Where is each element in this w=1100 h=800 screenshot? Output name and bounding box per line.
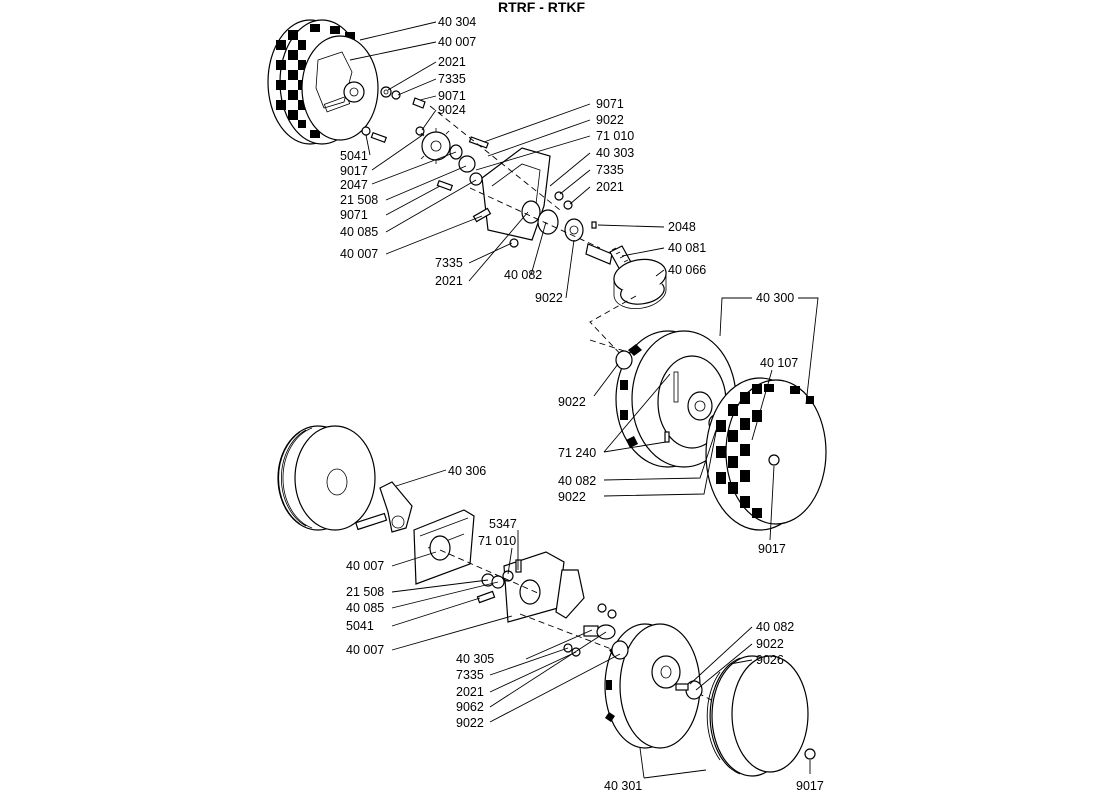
label-9017-b: 9017 <box>758 542 786 556</box>
label-2021-a: 2021 <box>438 55 466 69</box>
label-40301: 40 301 <box>604 779 642 793</box>
lower-right-wheel <box>604 623 703 749</box>
label-40082-a: 40 082 <box>504 268 542 282</box>
label-9022-c: 9022 <box>558 395 586 409</box>
label-5041-a: 5041 <box>340 149 368 163</box>
label-9024: 9024 <box>438 103 466 117</box>
label-40304: 40 304 <box>438 15 476 29</box>
label-2048: 2048 <box>668 220 696 234</box>
label-40085-b: 40 085 <box>346 601 384 615</box>
diagram-title: RTRF - RTKF <box>498 0 586 15</box>
label-40082-b: 40 082 <box>558 474 596 488</box>
label-9071-c: 9071 <box>596 97 624 111</box>
label-9022-e: 9022 <box>456 716 484 730</box>
label-9071-b: 9071 <box>340 208 368 222</box>
label-9062: 9062 <box>456 700 484 714</box>
label-2021-c: 2021 <box>596 180 624 194</box>
label-71010-a: 71 010 <box>596 129 634 143</box>
label-2021-d: 2021 <box>456 685 484 699</box>
label-9022-f: 9022 <box>756 637 784 651</box>
label-7335-b: 7335 <box>435 256 463 270</box>
right-middle-wheel <box>615 330 737 468</box>
label-5347: 5347 <box>489 517 517 531</box>
upper-left-tread-wheel <box>267 19 379 145</box>
label-40007-b: 40 007 <box>340 247 378 261</box>
label-9017-a: 9017 <box>340 164 368 178</box>
label-40066: 40 066 <box>668 263 706 277</box>
label-71240: 71 240 <box>558 446 596 460</box>
label-40303: 40 303 <box>596 146 634 160</box>
label-40007-c: 40 007 <box>346 559 384 573</box>
part-labels: 40 304 40 007 2021 7335 9071 9024 5041 9… <box>340 15 824 793</box>
label-71010-b: 71 010 <box>478 534 516 548</box>
label-40300: 40 300 <box>756 291 794 305</box>
lower-right-tire <box>706 655 816 777</box>
label-9022-a: 9022 <box>535 291 563 305</box>
label-9017-c: 9017 <box>796 779 824 793</box>
label-40007-a: 40 007 <box>438 35 476 49</box>
label-21508-b: 21 508 <box>346 585 384 599</box>
lower-bracket-plates <box>413 509 617 657</box>
label-2047: 2047 <box>340 178 368 192</box>
label-9071-a: 9071 <box>438 89 466 103</box>
label-7335-a: 7335 <box>438 72 466 86</box>
leader-lines <box>349 21 819 779</box>
label-40007-d: 40 007 <box>346 643 384 657</box>
right-middle-tread <box>705 377 827 531</box>
label-7335-d: 7335 <box>456 668 484 682</box>
label-2021-b: 2021 <box>435 274 463 288</box>
label-5041-b: 5041 <box>346 619 374 633</box>
label-40305: 40 305 <box>456 652 494 666</box>
label-7335-c: 7335 <box>596 163 624 177</box>
label-40081: 40 081 <box>668 241 706 255</box>
upper-left-small-parts <box>361 86 489 191</box>
label-40107: 40 107 <box>760 356 798 370</box>
label-40306: 40 306 <box>448 464 486 478</box>
label-9022-d: 9022 <box>558 490 586 504</box>
label-40082-c: 40 082 <box>756 620 794 634</box>
label-9022-b: 9022 <box>596 113 624 127</box>
label-9026: 9026 <box>756 653 784 667</box>
label-21508-a: 21 508 <box>340 193 378 207</box>
label-40085-a: 40 085 <box>340 225 378 239</box>
lower-left-wheel <box>277 425 413 533</box>
upper-gear-bracket <box>472 147 667 309</box>
